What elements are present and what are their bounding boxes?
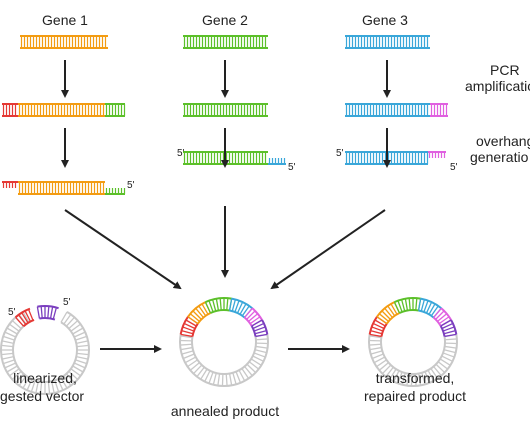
- annealed-caption: annealed product: [170, 403, 280, 419]
- gene3-amplified-dna: [345, 103, 448, 117]
- pcr-step-label-2: amplificatio: [465, 78, 530, 94]
- merge-arrow-gene1: [64, 209, 182, 290]
- final-caption-1: transformed,: [375, 370, 455, 386]
- overhang-step-label-1: overhang: [476, 133, 530, 149]
- overhang-step-label-2: generatio: [470, 149, 529, 165]
- gene2-dna: [183, 35, 268, 49]
- five-prime-label: 5': [8, 307, 16, 318]
- vector-caption-1: linearized,: [13, 370, 77, 386]
- vector-caption-2: gested vector: [0, 388, 85, 404]
- gene3-dna: [345, 35, 430, 49]
- gene1-header: Gene 1: [42, 12, 88, 28]
- five-prime-label: 5': [288, 162, 296, 173]
- gene2-header: Gene 2: [202, 12, 248, 28]
- five-prime-label: 5': [450, 162, 458, 173]
- linearized-vector: [0, 305, 90, 395]
- gene1-amplified-dna: [2, 103, 126, 117]
- gene1-dna: [20, 35, 108, 49]
- gene2-amplified-dna: [183, 103, 268, 117]
- final-caption-2: repaired product: [364, 388, 466, 404]
- five-prime-label: 5': [177, 148, 185, 159]
- gene2-duplex: [183, 151, 268, 165]
- merge-arrow-gene3: [270, 209, 386, 290]
- annealed-plasmid: [179, 297, 269, 387]
- five-prime-label: 5': [127, 180, 135, 191]
- gene1-duplex: [18, 181, 105, 195]
- repaired-plasmid: [368, 297, 458, 387]
- gene3-header: Gene 3: [362, 12, 408, 28]
- five-prime-label: 5': [63, 297, 71, 308]
- gene3-overhang-dna: [428, 151, 446, 158]
- gene2-overhang-dna: [268, 158, 286, 165]
- gene1-overhang-dna: [2, 181, 126, 195]
- five-prime-label: 5': [336, 148, 344, 159]
- pcr-step-label-1: PCR: [490, 62, 520, 78]
